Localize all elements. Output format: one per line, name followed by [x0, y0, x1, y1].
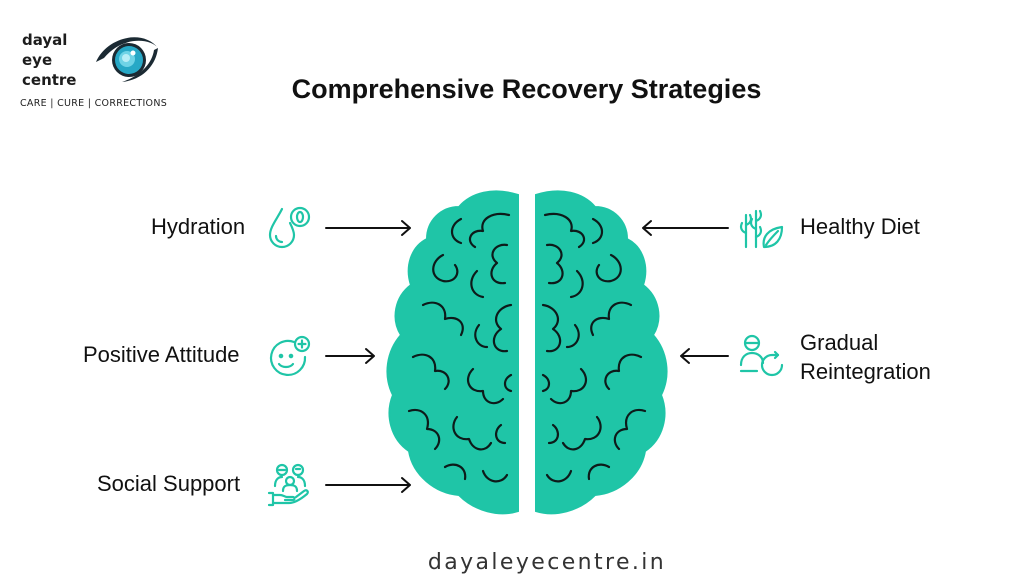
footer-website[interactable]: dayaleyecentre.in	[427, 550, 667, 575]
brand-name: dayal eye centre	[22, 30, 77, 90]
eye-logo-icon	[96, 37, 158, 82]
smile-plus-icon	[269, 335, 311, 376]
arrow-healthy-diet	[642, 220, 729, 236]
people-hand-icon	[267, 463, 309, 507]
arrow-social-support	[325, 477, 411, 493]
brand-line-1: dayal	[22, 31, 68, 49]
label-social-support: Social Support	[97, 471, 241, 496]
arrow-positive-attitude	[325, 348, 375, 364]
arrow-gradual-reintegration	[680, 348, 729, 364]
brand-logo: dayal eye centre	[22, 30, 158, 90]
label-healthy-diet: Healthy Diet	[800, 214, 920, 239]
label-gradual-line-2: Reintegration	[800, 359, 931, 384]
plant-leaf-icon	[739, 209, 784, 249]
brand-tagline: CARE | CURE | CORRECTIONS	[20, 98, 168, 109]
page-title: Comprehensive Recovery Strategies	[291, 74, 762, 104]
brain-illustration	[386, 190, 668, 515]
brand-line-2: eye	[22, 51, 53, 69]
label-positive-attitude: Positive Attitude	[83, 342, 240, 367]
brand-line-3: centre	[22, 71, 77, 89]
label-gradual-line-1: Gradual	[800, 330, 879, 355]
label-hydration: Hydration	[151, 214, 246, 239]
label-gradual-reintegration: Gradual Reintegration	[800, 328, 931, 386]
water-drop-icon	[268, 206, 311, 249]
arrow-hydration	[325, 220, 411, 236]
person-cycle-icon	[739, 334, 784, 377]
